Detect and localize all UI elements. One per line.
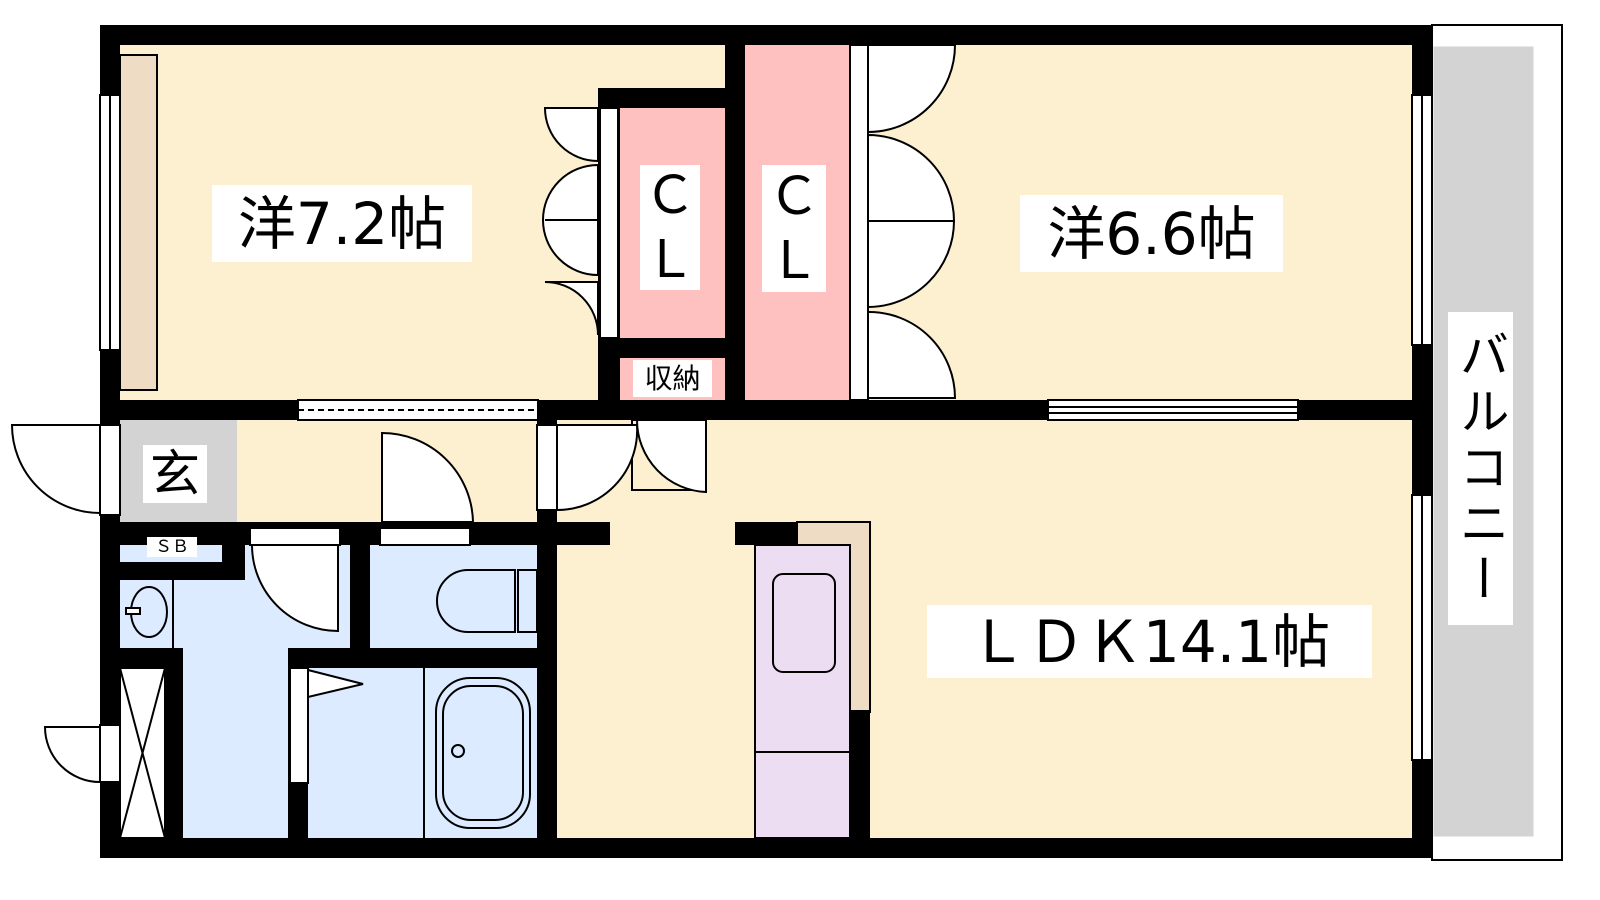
hall-door [381, 431, 475, 523]
room-label-shoe-box: ＳＢ [147, 537, 197, 557]
fixtures [125, 569, 538, 838]
door-swings [10, 44, 957, 784]
windows [99, 54, 1433, 839]
room-label-balcony: バルコニー [1448, 312, 1513, 625]
room-label-entrance: 玄 [143, 445, 207, 503]
room-label-closet-1: Ｃ Ｌ [640, 165, 700, 290]
laundry-door [43, 726, 101, 784]
entrance-door [10, 424, 101, 515]
floors [120, 24, 1563, 861]
closet-1-door [543, 107, 599, 163]
room-label-storage: 収納 [633, 360, 712, 397]
washroom-door [250, 544, 339, 633]
toilet-floor [370, 545, 537, 650]
closet-2-c: Ｃ [767, 166, 820, 227]
closet-2-l: Ｌ [767, 230, 820, 291]
bath-floor [308, 668, 537, 838]
room2-ldk-door [635, 419, 707, 494]
room-label-western-2: 洋6.6帖 [1020, 195, 1283, 272]
stove-icon [772, 573, 836, 673]
room-label-ldk: ＬＤＫ14.1帖 [927, 605, 1372, 678]
closet-1-c: Ｃ [643, 165, 696, 226]
closet-1-l: Ｌ [643, 229, 696, 290]
toilet-icon [436, 569, 516, 633]
ldk-door [556, 424, 639, 512]
bathtub-icon [435, 677, 531, 829]
room-label-western-1: 洋7.2帖 [212, 185, 472, 262]
room-label-closet-2: Ｃ Ｌ [762, 165, 826, 292]
sliding-door-2 [1047, 399, 1299, 421]
closet-2-door [867, 44, 957, 134]
